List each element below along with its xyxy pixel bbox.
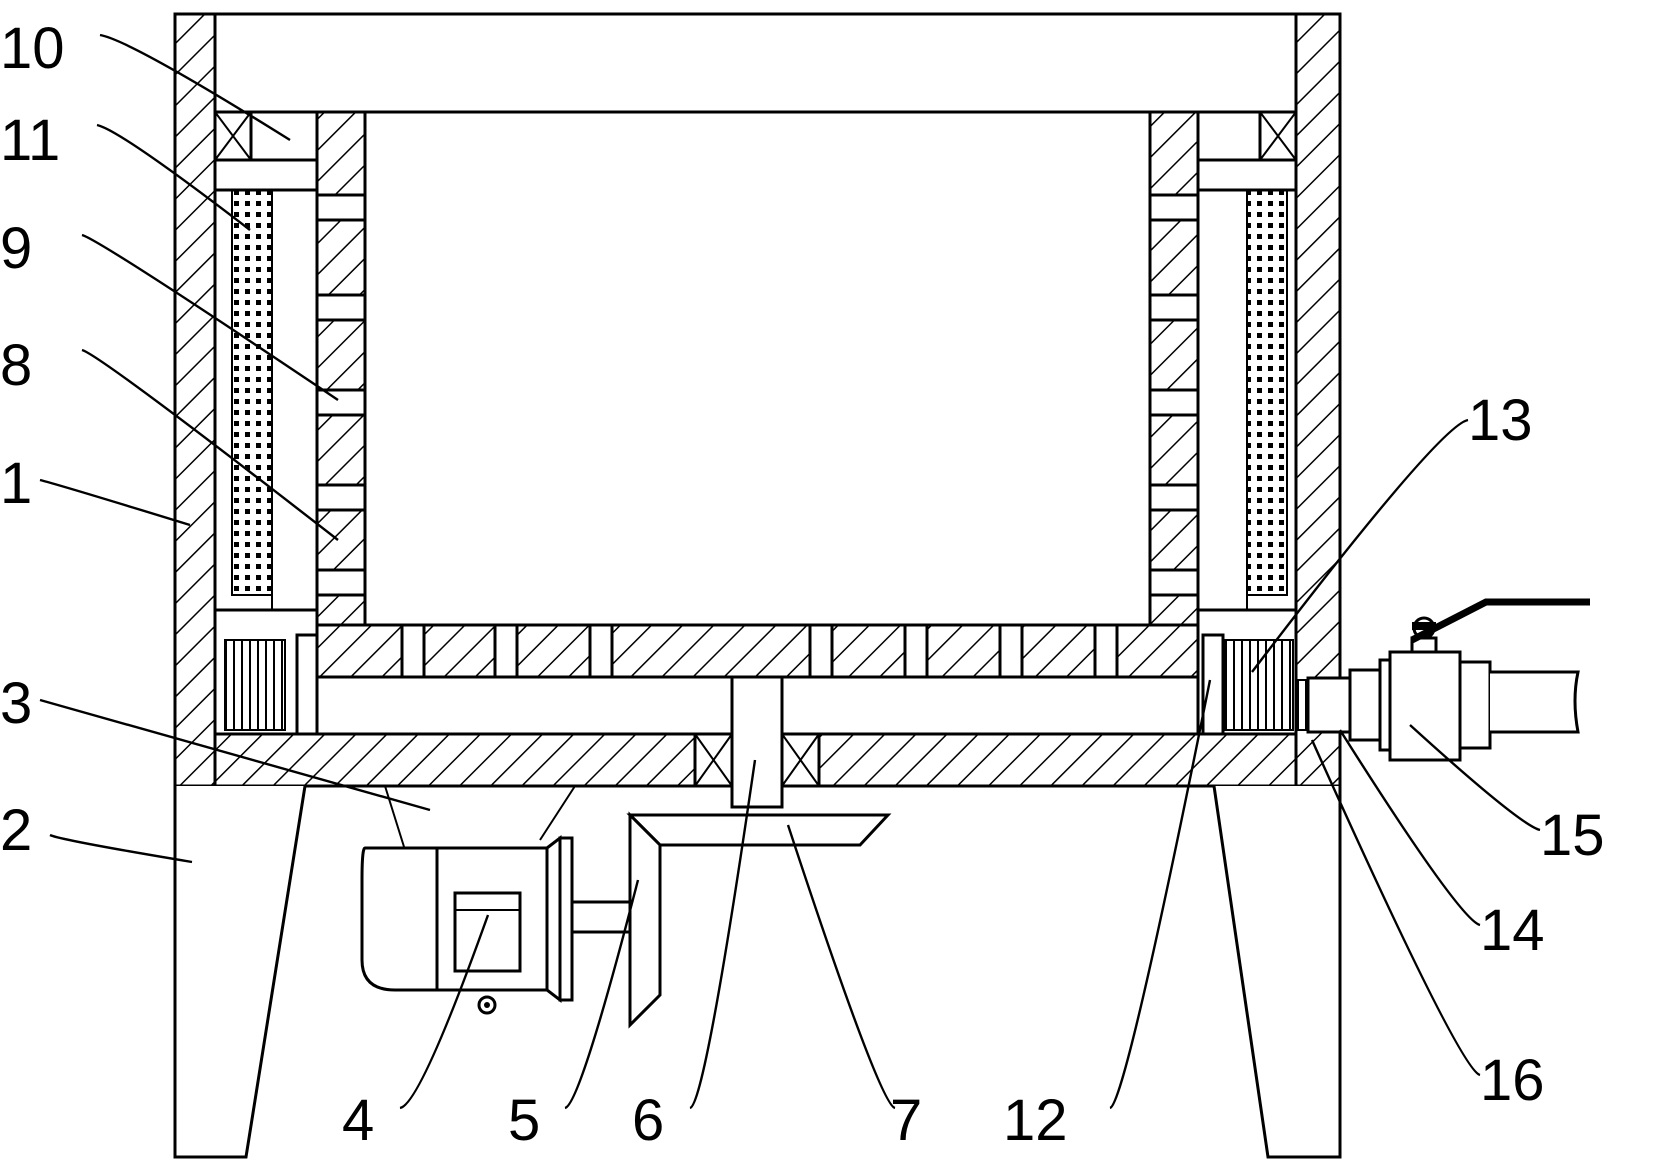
part-labels: 10 11 9 8 1 3 2 4 5 6 7 12 13 15 14 16 [0, 16, 1605, 1153]
label-16: 16 [1480, 1048, 1545, 1113]
label-6: 6 [632, 1088, 664, 1153]
filter-screens [213, 158, 1298, 612]
motor-bracket [384, 785, 576, 851]
label-8: 8 [0, 333, 32, 398]
inner-container [315, 110, 1200, 679]
label-7: 7 [890, 1088, 922, 1153]
label-12: 12 [1003, 1088, 1068, 1153]
label-4: 4 [342, 1088, 374, 1153]
label-1: 1 [0, 451, 32, 516]
label-13: 13 [1468, 388, 1533, 453]
discharge-valve [1295, 598, 1590, 762]
support-legs [173, 785, 1342, 1159]
label-15: 15 [1540, 803, 1605, 868]
label-9: 9 [0, 216, 32, 281]
label-11: 11 [0, 108, 60, 173]
bevel-gears [626, 811, 892, 1029]
label-10: 10 [0, 16, 65, 81]
wall-holes [315, 193, 1200, 679]
drive-shaft [315, 675, 1200, 809]
label-14: 14 [1480, 898, 1545, 963]
label-3: 3 [0, 671, 32, 736]
label-5: 5 [508, 1088, 540, 1153]
leader-lines [39, 33, 1541, 1110]
motor [360, 834, 632, 1015]
label-2: 2 [0, 798, 32, 863]
top-sliders [213, 110, 1298, 162]
